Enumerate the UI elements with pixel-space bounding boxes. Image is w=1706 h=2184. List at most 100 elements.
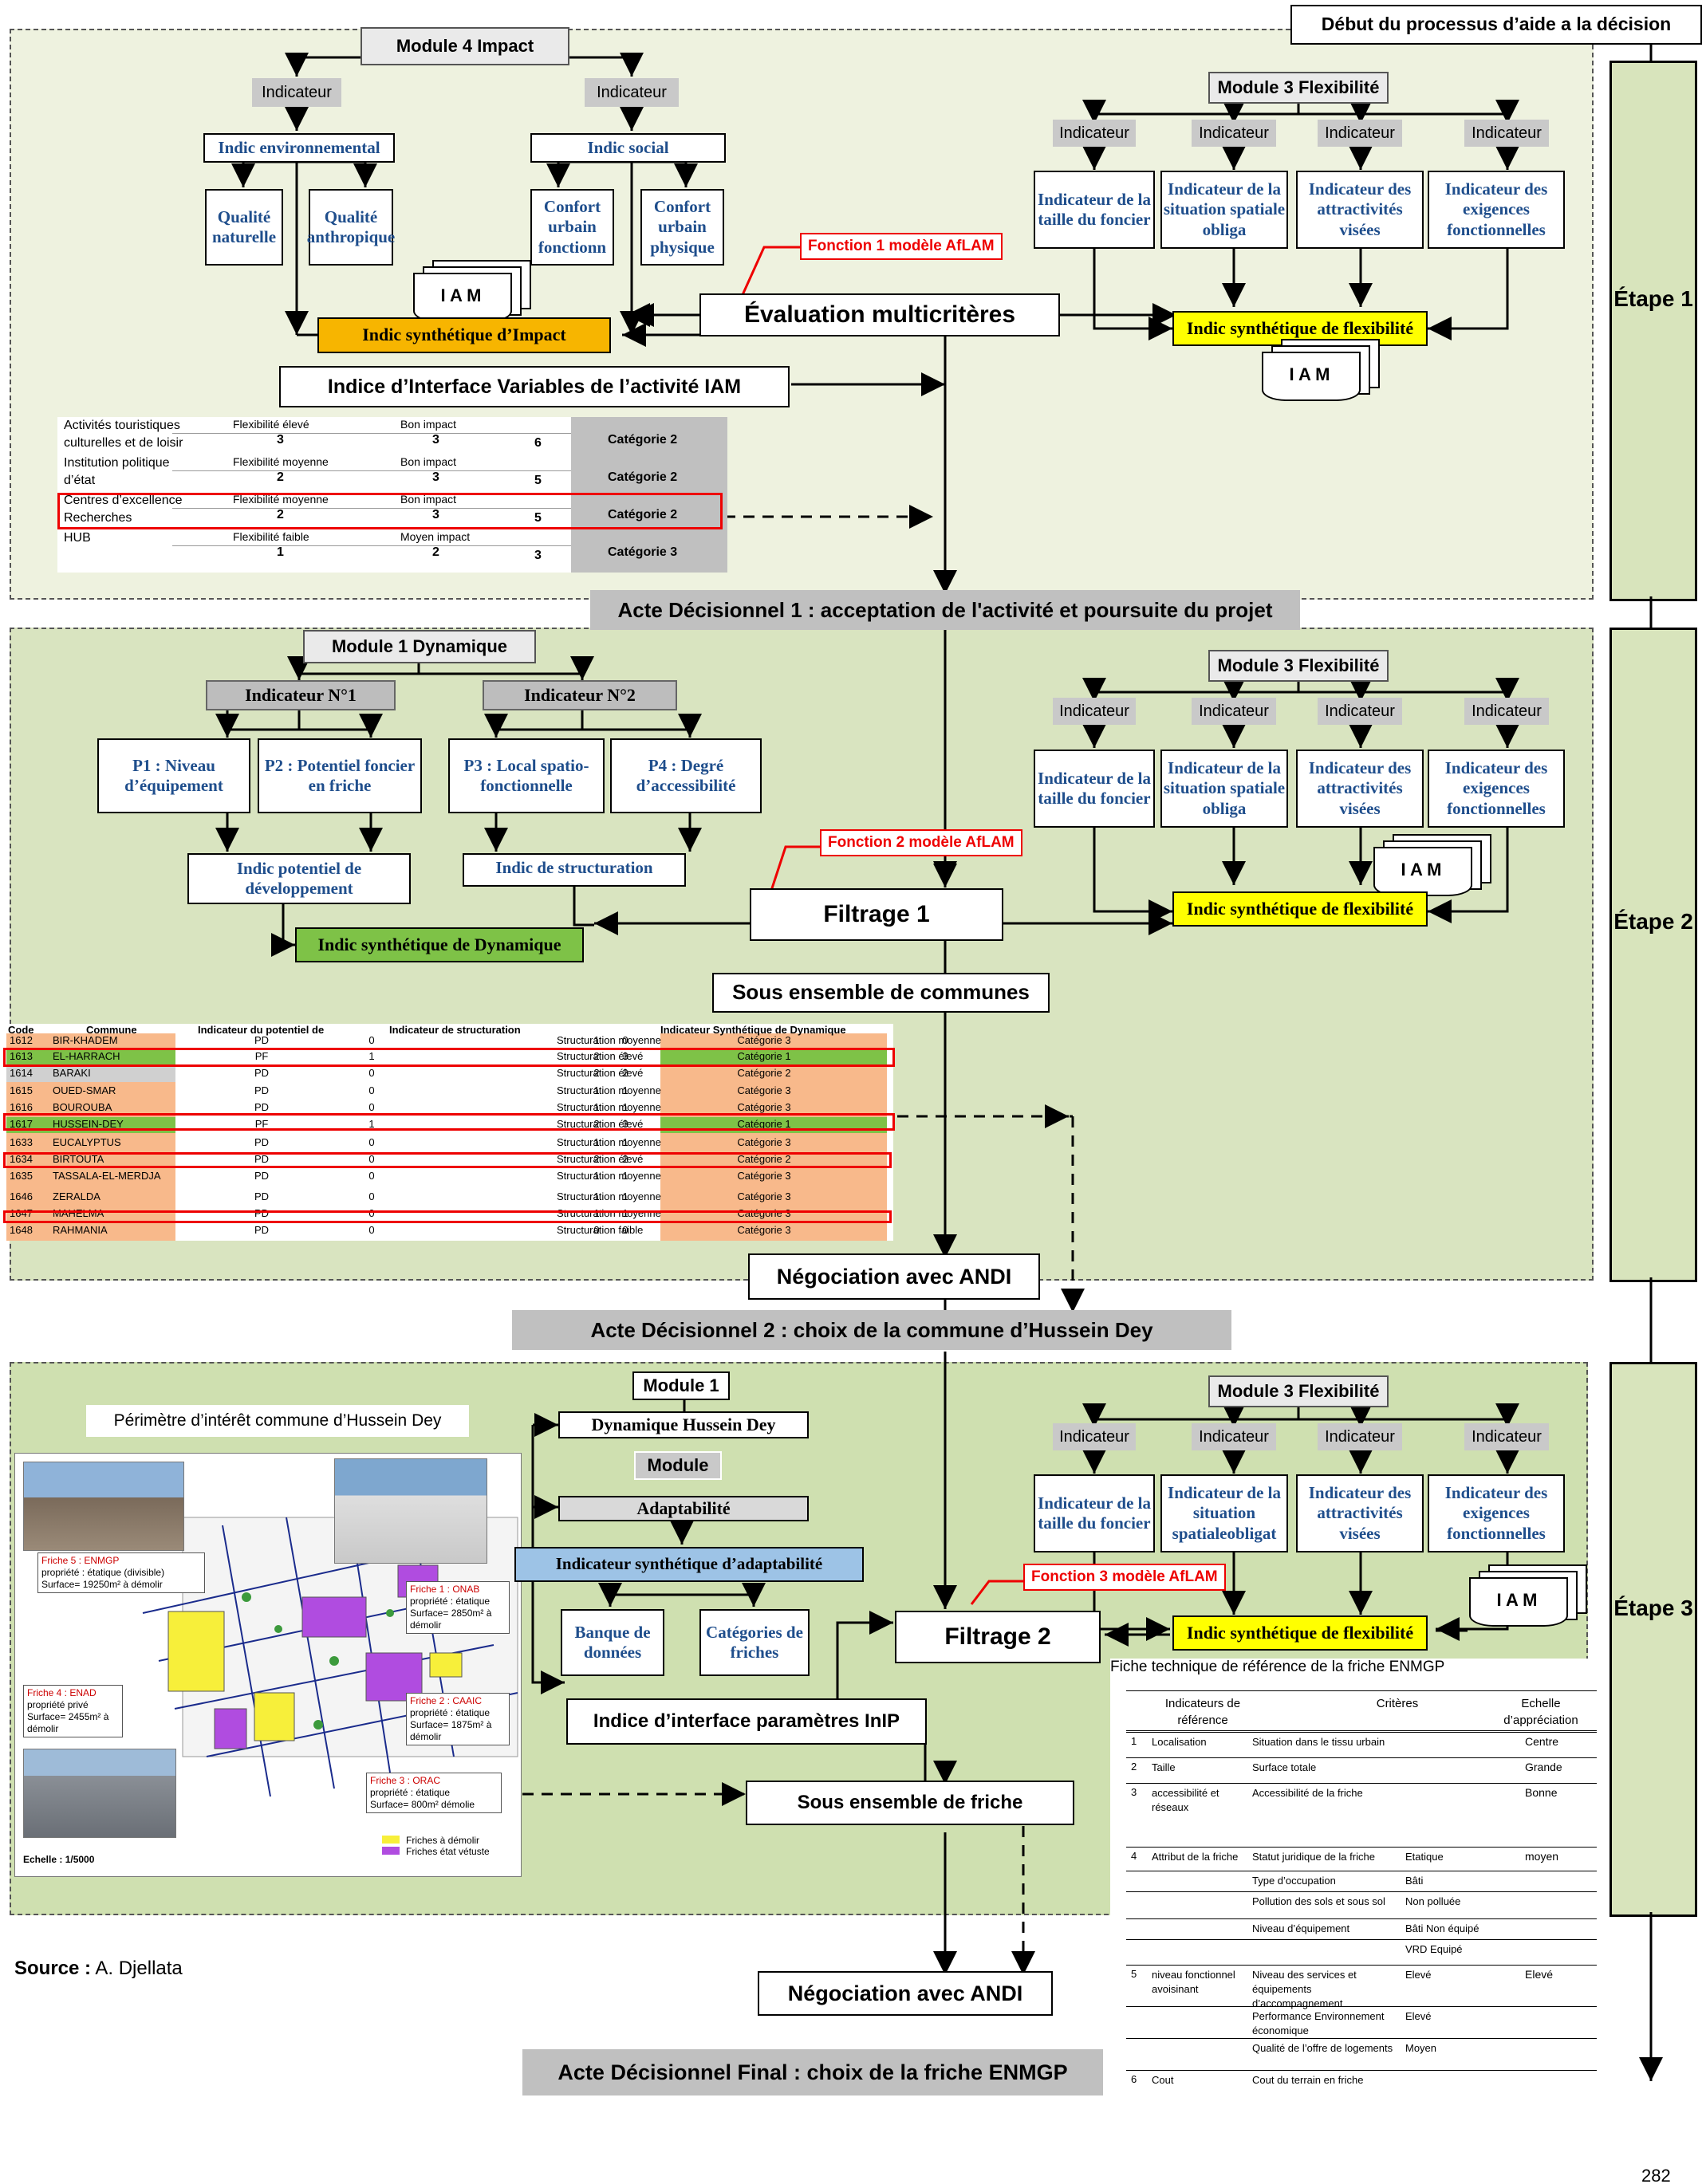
commune-cell: Structuration élevé xyxy=(557,1067,644,1079)
total-value: 6 xyxy=(534,436,542,450)
fiche-row-line xyxy=(1126,2038,1597,2039)
iam-label: I A M xyxy=(1289,364,1330,384)
activity-name-2: Recherches xyxy=(64,511,132,525)
commune-cell: 1617 xyxy=(10,1118,33,1130)
commune-cell: PF xyxy=(254,1118,269,1130)
fiche-critere: Performance Environnement économique xyxy=(1252,2010,1385,2037)
fiche-number: 4 xyxy=(1131,1850,1137,1862)
category-value: Catégorie 3 xyxy=(608,545,678,559)
commune-cell: 1 xyxy=(593,1034,600,1046)
indic-environnemental: Indic environnemental xyxy=(203,133,395,163)
fiche-critere: Accessibilité de la friche xyxy=(1252,1787,1363,1799)
indic-synthetique-flexibilite: Indic synthétique de flexibilité xyxy=(1172,311,1428,346)
commune-cell: Structuration faible xyxy=(557,1224,644,1236)
legend-item-vetuste: Friches état vétuste xyxy=(382,1846,490,1857)
commune-cell: PD xyxy=(254,1207,270,1219)
commune-cell: Catégorie 1 xyxy=(737,1118,791,1130)
indic-structuration: Indic de structuration xyxy=(463,853,686,887)
iam-page xyxy=(1262,352,1361,401)
commune-cell: PD xyxy=(254,1224,270,1236)
acte-decisionnel-2: Acte Décisionnel 2 : choix de la commune… xyxy=(512,1310,1231,1350)
commune-cell: 1 xyxy=(368,1118,375,1130)
fiche-rule xyxy=(1126,1690,1597,1691)
row-line xyxy=(172,545,571,546)
indic-synthetique-flexibilite: Indic synthétique de flexibilité xyxy=(1172,1615,1428,1651)
etape-3: Étape 3 xyxy=(1609,1362,1697,1917)
commune-cell: 1612 xyxy=(10,1034,33,1046)
commune-header-cell: Indicateur Synthétique de Dynamique xyxy=(660,1024,846,1036)
commune-cell: 1646 xyxy=(10,1190,33,1202)
fonction2-label: Fonction 2 modèle AfLAM xyxy=(820,829,1022,856)
activity-name-2: culturelles et de loisir xyxy=(64,436,183,450)
commune-cell: 0 xyxy=(622,1224,628,1236)
p4-degre-accessibilite: P4 : Degré d’accessibilité xyxy=(610,738,762,813)
source-author: A. Djellata xyxy=(95,1958,183,1979)
commune-cell: 0 xyxy=(368,1136,375,1148)
negociation-andi-1: Négociation avec ANDI xyxy=(748,1253,1040,1300)
iam-label: I A M xyxy=(1401,860,1442,880)
category-col-bg xyxy=(660,1033,887,1241)
fiche-critere: Statut juridique de la friche xyxy=(1252,1851,1375,1863)
commune-cell: 1 xyxy=(622,1136,628,1148)
indicateur-label: Indicateur xyxy=(1053,120,1136,147)
legend-item-demolir: Friches à démolir xyxy=(382,1835,490,1846)
impact-label: Bon impact xyxy=(400,455,457,468)
commune-cell: 0 xyxy=(368,1101,375,1113)
fiche-critere: Niveau d’équipement xyxy=(1252,1922,1350,1934)
fiche-number: 5 xyxy=(1131,1968,1137,1980)
etape-1: Étape 1 xyxy=(1609,61,1697,601)
commune-cell: 3 xyxy=(622,1050,628,1062)
indice-interface-iam: Indice d’Interface Variables de l’activi… xyxy=(279,366,790,407)
fonction3-label: Fonction 3 modèle AfLAM xyxy=(1023,1564,1226,1591)
activity-name-2: d’état xyxy=(64,474,96,487)
commune-cell: 3 xyxy=(622,1118,628,1130)
category-highlight-bg xyxy=(660,1049,887,1065)
fiche-critere: Surface totale xyxy=(1252,1761,1317,1773)
commune-cell: 1 xyxy=(593,1101,600,1113)
source-label: Source : xyxy=(14,1958,92,1979)
source-line: Source : A. Djellata xyxy=(14,1958,183,1980)
flex-situation-spatiale: Indicateur de la situation spatialeoblig… xyxy=(1160,1474,1288,1552)
fiche-header-echelle: Echelle d’appréciation xyxy=(1503,1697,1578,1727)
indicateur-label: Indicateur xyxy=(1318,698,1402,725)
activity-name: Centres d’excellence xyxy=(64,494,183,507)
acte-decisionnel-1: Acte Décisionnel 1 : acceptation de l'ac… xyxy=(590,590,1300,630)
friche1-propriete: propriété : étatique xyxy=(410,1596,491,1607)
indicateur-n2: Indicateur N°2 xyxy=(483,680,677,710)
indic-synthetique-dynamique: Indic synthétique de Dynamique xyxy=(295,927,584,962)
module3-flexibilite: Module 3 Flexibilité xyxy=(1208,650,1389,682)
fiche-row-line xyxy=(1126,2070,1597,2071)
commune-cell: 2 xyxy=(593,1118,600,1130)
commune-header-cell: Indicateur du potentiel de xyxy=(198,1024,325,1036)
module3-flexibilite: Module 3 Flexibilité xyxy=(1208,72,1389,104)
etape-3-label: Étape 3 xyxy=(1613,1596,1693,1620)
commune-cell: PD xyxy=(254,1034,270,1046)
fiche-critere: Situation dans le tissu urbain xyxy=(1252,1736,1385,1748)
indic-synthetique-flexibilite: Indic synthétique de flexibilité xyxy=(1172,891,1428,927)
friche1-title: Friche 1 : ONAB xyxy=(410,1584,480,1595)
friche3-propriete: propriété : étatique xyxy=(370,1787,451,1798)
commune-cell: Catégorie 2 xyxy=(737,1067,791,1079)
impact-label: Bon impact xyxy=(400,418,457,431)
commune-cell: 2 xyxy=(622,1067,628,1079)
flexibility-value: 1 xyxy=(277,545,284,559)
commune-cell: RAHMANIA xyxy=(53,1224,108,1236)
commune-cell: 1635 xyxy=(10,1170,33,1182)
commune-cell: 0 xyxy=(622,1034,628,1046)
commune-cell: 2 xyxy=(593,1153,600,1165)
friche4-propriete: propriété privé xyxy=(27,1699,89,1710)
indic-synthetique-impact: Indic synthétique d’Impact xyxy=(317,317,611,353)
indic-potentiel-developpement: Indic potentiel de développement xyxy=(187,853,411,904)
iam-label: I A M xyxy=(440,285,482,305)
fiche-indicator: niveau fonctionnel avoisinant xyxy=(1152,1969,1235,1996)
iam-document: I A M xyxy=(1469,1564,1589,1628)
fiche-row-line xyxy=(1126,2006,1597,2007)
commune-cell: Structuration moyenne xyxy=(557,1084,661,1096)
dynamique-hussein-dey: Dynamique Hussein Dey xyxy=(558,1411,809,1438)
commune-cell: 0 xyxy=(368,1207,375,1219)
fiche-number: 2 xyxy=(1131,1761,1137,1773)
friche5-surface: Surface= 19250m² à démolir xyxy=(41,1579,163,1590)
friche3-title: Friche 3 : ORAC xyxy=(370,1775,441,1786)
